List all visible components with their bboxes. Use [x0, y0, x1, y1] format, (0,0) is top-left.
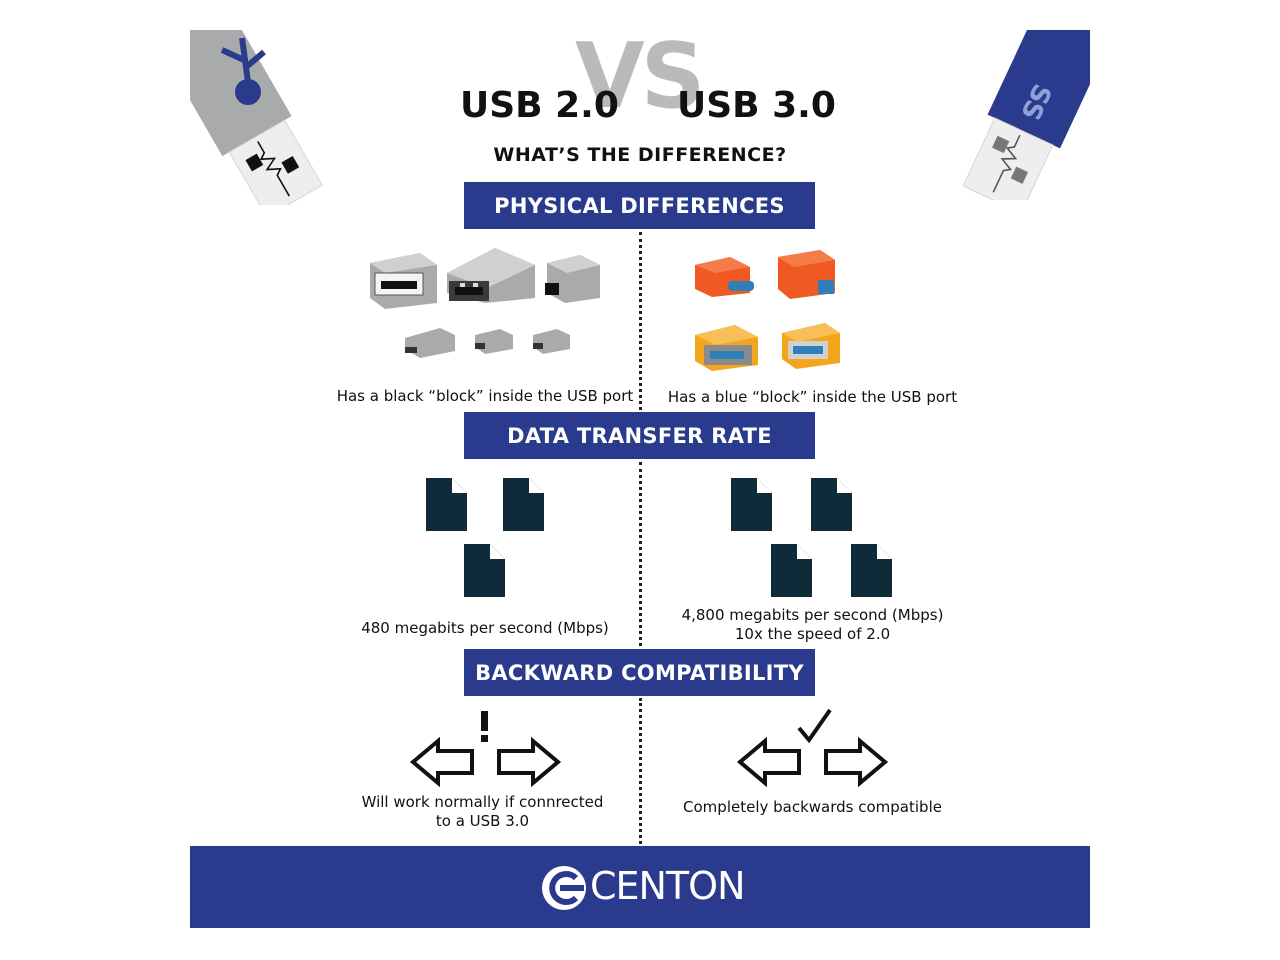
checkmark-icon	[797, 708, 832, 744]
usb2-files-icon	[426, 478, 544, 597]
usb3-physical-caption: Has a blue “block” inside the USB port	[667, 388, 958, 406]
usb2-arrows-icon	[409, 711, 562, 788]
section-banner-backward: BACKWARD COMPATIBILITY	[464, 649, 815, 696]
section-banner-transfer: DATA TRANSFER RATE	[464, 412, 815, 459]
usb3-transfer-caption-line1: 4,800 megabits per second (Mbps)	[681, 606, 944, 624]
usb-drive-blue-icon: SS	[962, 30, 1090, 200]
exclamation-icon	[481, 711, 488, 742]
brand-name: CENTON	[590, 864, 746, 908]
vs-label: VS	[575, 24, 705, 129]
usb3-arrows-icon	[736, 708, 889, 788]
usb2-connectors-icon	[370, 248, 600, 358]
centon-logo-icon	[542, 866, 586, 910]
usb3-connectors-icon	[695, 250, 840, 371]
usb3-backward-caption: Completely backwards compatible	[683, 798, 942, 816]
footer-bar	[190, 846, 1090, 928]
center-divider	[639, 462, 642, 646]
usb2-title: USB 2.0	[460, 85, 619, 126]
center-divider	[639, 232, 642, 410]
usb2-transfer-caption: 480 megabits per second (Mbps)	[361, 619, 609, 637]
center-divider	[639, 698, 642, 844]
usb-drive-gray-icon	[190, 30, 323, 205]
usb3-transfer-caption-line2: 10x the speed of 2.0	[734, 625, 891, 643]
subtitle: WHAT’S THE DIFFERENCE?	[493, 144, 787, 166]
usb3-files-icon	[731, 478, 892, 597]
usb2-backward-caption-line2: to a USB 3.0	[435, 812, 530, 830]
usb2-physical-caption: Has a black “block” inside the USB port	[336, 387, 634, 405]
usb2-backward-caption-line1: Will work normally if connrected	[361, 793, 604, 811]
usb3-title: USB 3.0	[677, 85, 836, 126]
section-banner-physical: PHYSICAL DIFFERENCES	[464, 182, 815, 229]
